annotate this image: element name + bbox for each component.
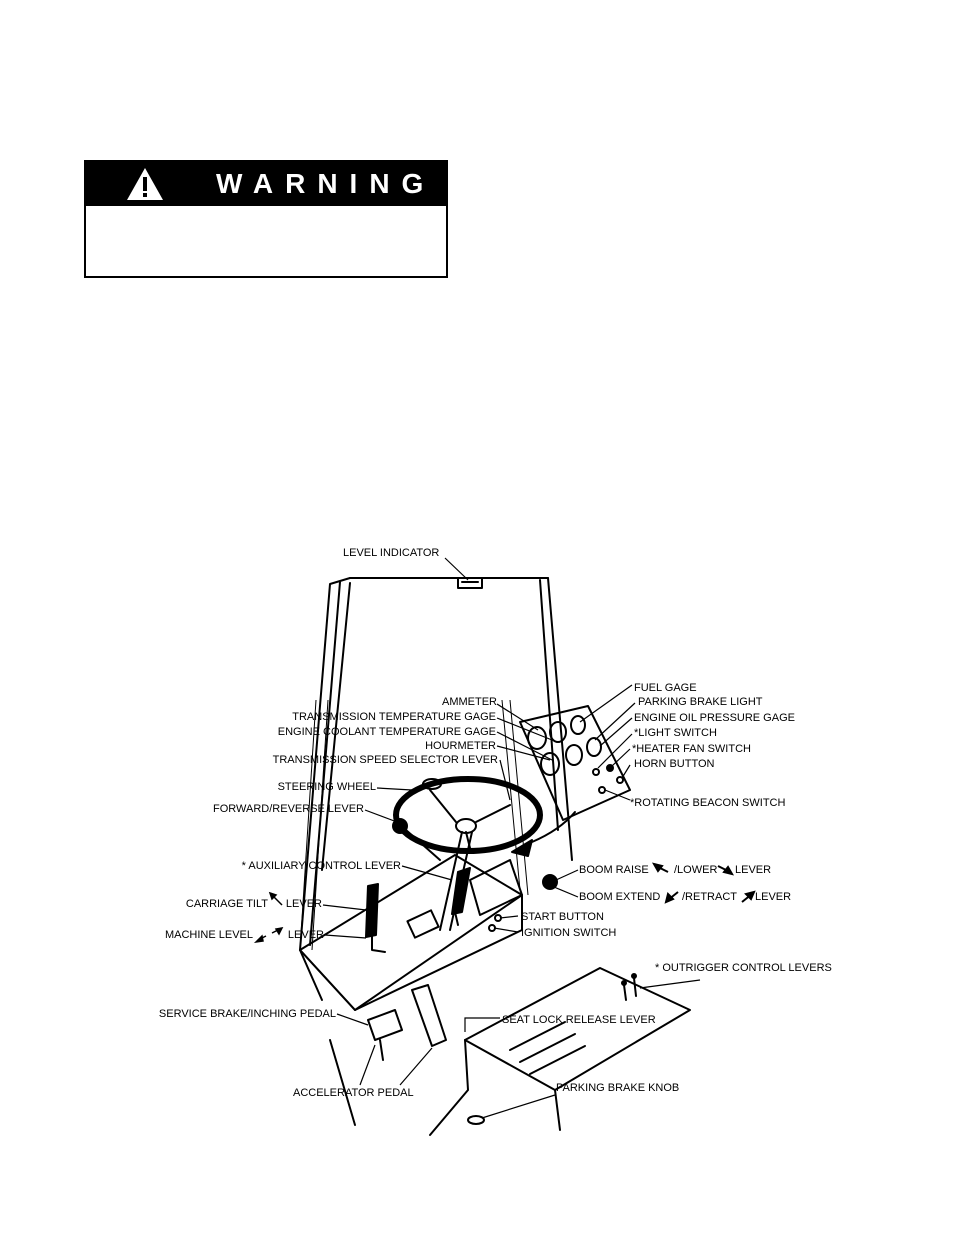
label-auxiliary-control-lever: * AUXILIARY CONTROL LEVER [242,860,401,872]
cab-frame [299,577,573,1126]
turn-arrow [531,811,576,843]
service-brake-pedal [367,1009,403,1061]
label-ignition-switch: IGNITION SWITCH [521,927,616,939]
label-transmission-speed-selector-lever: TRANSMISSION SPEED SELECTOR LEVER [273,754,498,766]
carriage-tilt-lever [365,883,386,953]
outrigger-control-levers [621,973,637,1001]
label-boom-retract: /RETRACT [682,891,737,903]
label-engine-oil-pressure-gage: ENGINE OIL PRESSURE GAGE [634,712,795,724]
label-forward-reverse-lever: FORWARD/REVERSE LEVER [213,803,364,815]
boom-extend-arrows-icon [664,890,756,904]
label-start-button: START BUTTON [521,911,604,923]
label-level-indicator: LEVEL INDICATOR [343,547,439,559]
accelerator-leaders [359,1044,433,1086]
operator-seat [429,967,691,1136]
label-rotating-beacon-switch: *ROTATING BEACON SWITCH [630,797,785,809]
label-machine-level: MACHINE LEVEL [165,929,253,941]
label-hourmeter: HOURMETER [425,740,496,752]
forward-reverse-lever [392,818,441,861]
label-horn-button: HORN BUTTON [634,758,715,770]
turn-arrow-head [511,839,533,857]
tilt-arrows-icon [253,891,284,944]
label-seat-lock-release-lever: SEAT LOCK RELEASE LEVER [502,1014,656,1026]
warning-box: WARNING [84,160,448,278]
label-machine-level-lever: LEVER [288,929,324,941]
label-service-brake-inching-pedal: SERVICE BRAKE/INCHING PEDAL [159,1008,336,1020]
label-light-switch: *LIGHT SWITCH [634,727,717,739]
warning-triangle-icon [127,168,163,200]
accelerator-pedal [411,984,447,1047]
label-outrigger-control-levers: * OUTRIGGER CONTROL LEVERS [655,962,832,974]
label-boom-raise: BOOM RAISE [579,864,649,876]
level-indicator [457,577,483,589]
parking-brake-knob [467,1115,485,1125]
auxiliary-control-lever [451,867,471,926]
label-boom-raise-lever: LEVER [735,864,771,876]
boom-raise-arrows-icon [651,862,735,876]
label-transmission-temperature-gage: TRANSMISSION TEMPERATURE GAGE [292,711,496,723]
guide-lines [299,699,529,951]
label-heater-fan-switch: *HEATER FAN SWITCH [632,743,751,755]
label-parking-brake-knob: PARKING BRAKE KNOB [556,1082,679,1094]
label-engine-coolant-temperature-gage: ENGINE COOLANT TEMPERATURE GAGE [278,726,496,738]
dash-console [299,854,523,1011]
label-ammeter: AMMETER [442,696,497,708]
label-steering-wheel: STEERING WHEEL [278,781,376,793]
leader-lines [322,557,701,1119]
label-parking-brake-light: PARKING BRAKE LIGHT [638,696,763,708]
warning-title: WARNING [216,168,436,199]
label-accelerator-pedal: ACCELERATOR PEDAL [293,1087,414,1099]
warning-header: WARNING [86,162,446,206]
boom-lever [542,874,558,890]
label-boom-extend: BOOM EXTEND [579,891,660,903]
label-boom-lower: /LOWER [674,864,717,876]
label-carriage-tilt-lever: LEVER [286,898,322,910]
label-carriage-tilt: CARRIAGE TILT [186,898,268,910]
label-boom-extend-lever: LEVER [755,891,791,903]
label-fuel-gage: FUEL GAGE [634,682,697,694]
